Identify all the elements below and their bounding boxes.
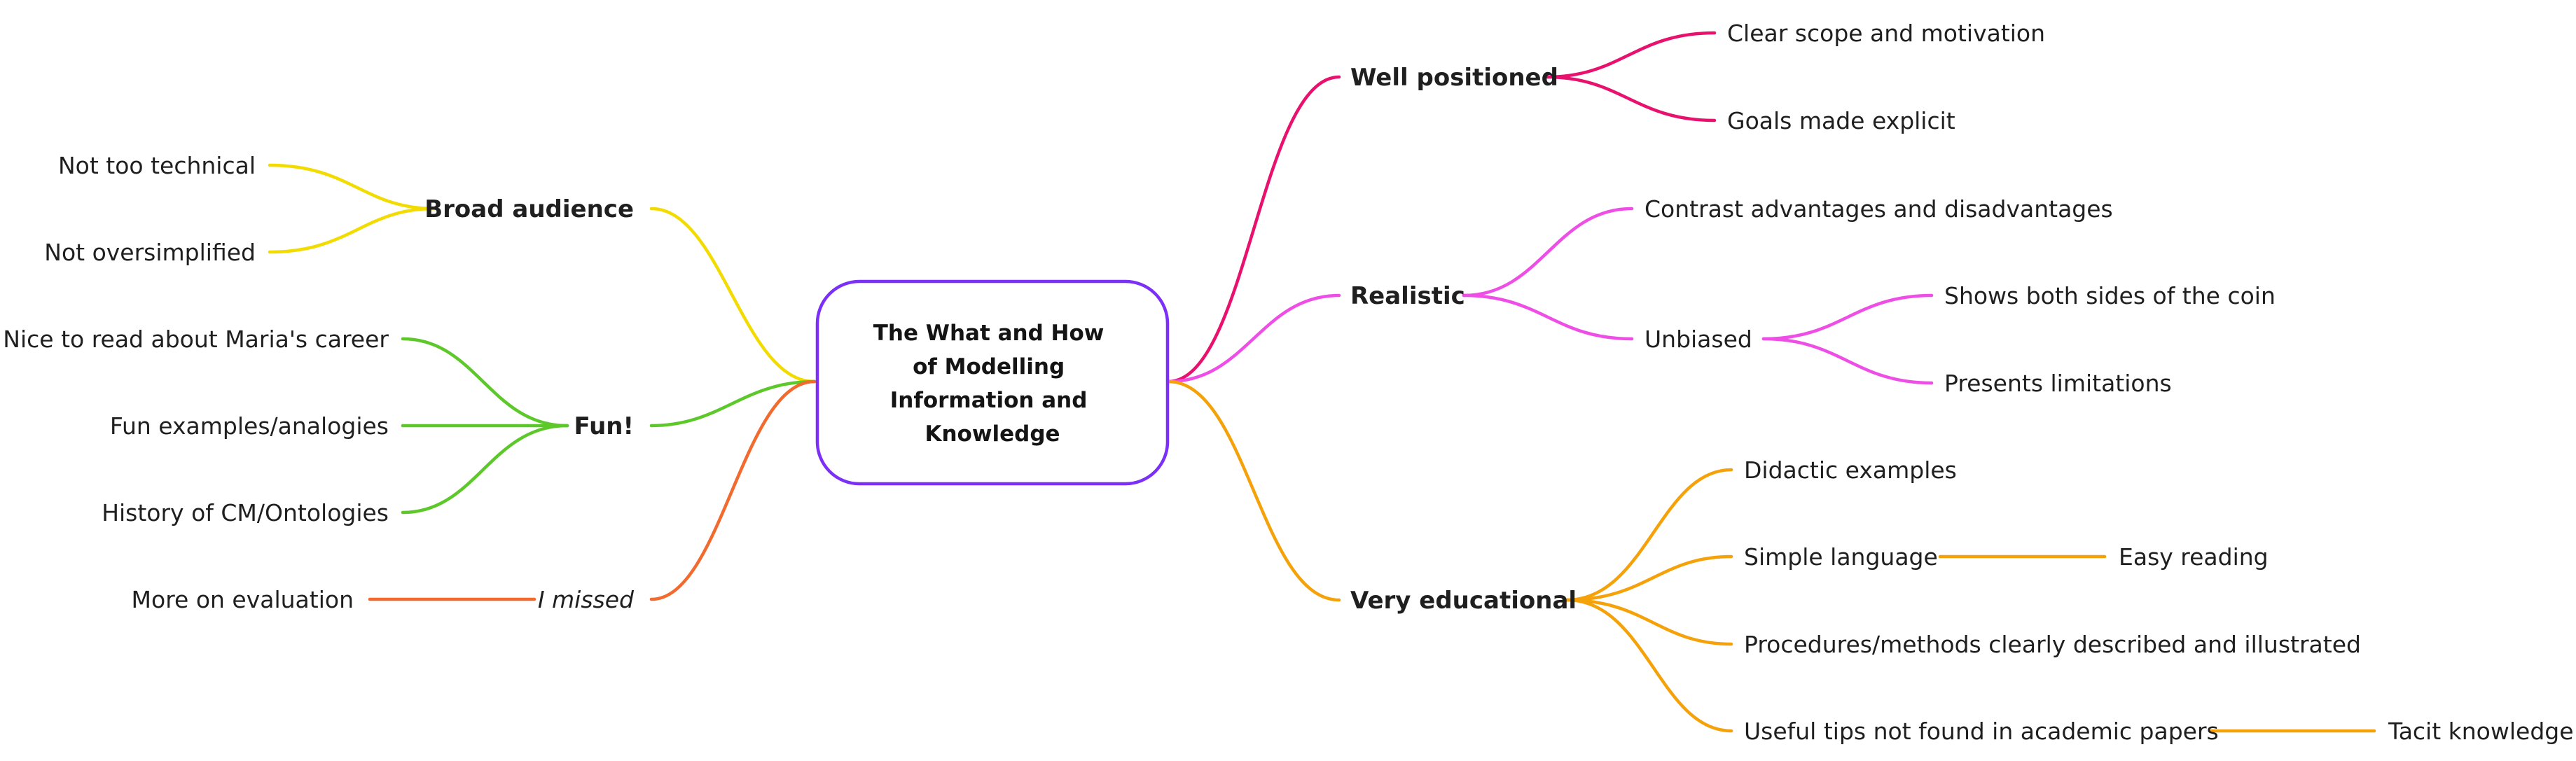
- root-edges: [649, 75, 1341, 602]
- root-title-line-1: The What and How: [873, 321, 1105, 346]
- edge-unbiased-sides: [1761, 293, 1934, 341]
- node-history-cm[interactable]: History of CM/Ontologies: [102, 499, 389, 526]
- node-not-too-technical[interactable]: Not too technical: [58, 152, 256, 179]
- node-fun[interactable]: Fun!: [574, 412, 634, 440]
- edge-unbiased-limitations: [1761, 337, 1934, 385]
- edge-fun-history: [401, 424, 569, 515]
- edge-broad-not-too-technical: [268, 163, 436, 211]
- node-limitations[interactable]: Presents limitations: [1944, 370, 2172, 397]
- left-sub-edges: [268, 163, 569, 601]
- edge-edu-didactic: [1565, 468, 1733, 602]
- node-broad-audience[interactable]: Broad audience: [424, 195, 634, 223]
- node-clear-scope[interactable]: Clear scope and motivation: [1727, 20, 2045, 47]
- node-goals-explicit[interactable]: Goals made explicit: [1727, 107, 1955, 134]
- node-i-missed[interactable]: I missed: [538, 586, 635, 613]
- node-simple-language[interactable]: Simple language: [1744, 543, 1938, 571]
- root-title-line-4: Knowledge: [925, 421, 1060, 447]
- node-tacit-knowledge[interactable]: Tacit knowledge: [2388, 718, 2574, 745]
- node-easy-reading[interactable]: Easy reading: [2119, 543, 2269, 571]
- node-more-evaluation[interactable]: More on evaluation: [132, 586, 354, 613]
- node-contrast[interactable]: Contrast advantages and disadvantages: [1644, 195, 2113, 223]
- edge-realistic-contrast: [1462, 207, 1634, 298]
- node-unbiased[interactable]: Unbiased: [1644, 326, 1752, 353]
- node-maria-career[interactable]: Nice to read about Maria's career: [3, 326, 389, 353]
- edge-root-broad-audience: [649, 207, 817, 384]
- node-realistic[interactable]: Realistic: [1350, 282, 1465, 310]
- node-fun-examples[interactable]: Fun examples/analogies: [110, 412, 389, 440]
- edge-wp-goals: [1544, 75, 1717, 123]
- edge-root-realistic: [1166, 293, 1341, 384]
- edge-root-very-educational: [1166, 379, 1341, 602]
- edge-broad-not-oversimplified: [268, 207, 436, 254]
- root-node-box: [815, 279, 1170, 486]
- root-title: The What and How of Modelling Informatio…: [873, 321, 1112, 447]
- node-very-educational[interactable]: Very educational: [1350, 587, 1577, 615]
- edge-root-well-positioned: [1166, 75, 1341, 384]
- edge-edu-simple: [1565, 554, 1733, 602]
- node-procedures[interactable]: Procedures/methods clearly described and…: [1744, 631, 2361, 658]
- edge-edu-procedures: [1565, 598, 1733, 646]
- right-sub-edges: [1462, 31, 2376, 733]
- edge-realistic-unbiased: [1462, 293, 1634, 341]
- node-useful-tips[interactable]: Useful tips not found in academic papers: [1744, 718, 2219, 745]
- edge-wp-scope: [1544, 31, 1717, 79]
- node-didactic[interactable]: Didactic examples: [1744, 456, 1957, 484]
- edge-edu-tips: [1565, 598, 1733, 733]
- node-both-sides[interactable]: Shows both sides of the coin: [1944, 282, 2276, 309]
- edge-root-fun: [649, 379, 817, 428]
- node-well-positioned[interactable]: Well positioned: [1350, 64, 1558, 92]
- root-node[interactable]: The What and How of Modelling Informatio…: [815, 279, 1170, 486]
- root-title-line-2: of Modelling: [913, 354, 1065, 379]
- edge-fun-maria: [401, 337, 569, 428]
- node-not-oversimplified[interactable]: Not oversimplified: [44, 239, 256, 266]
- edge-root-i-missed: [649, 379, 817, 601]
- root-title-line-3: Information and: [890, 388, 1088, 413]
